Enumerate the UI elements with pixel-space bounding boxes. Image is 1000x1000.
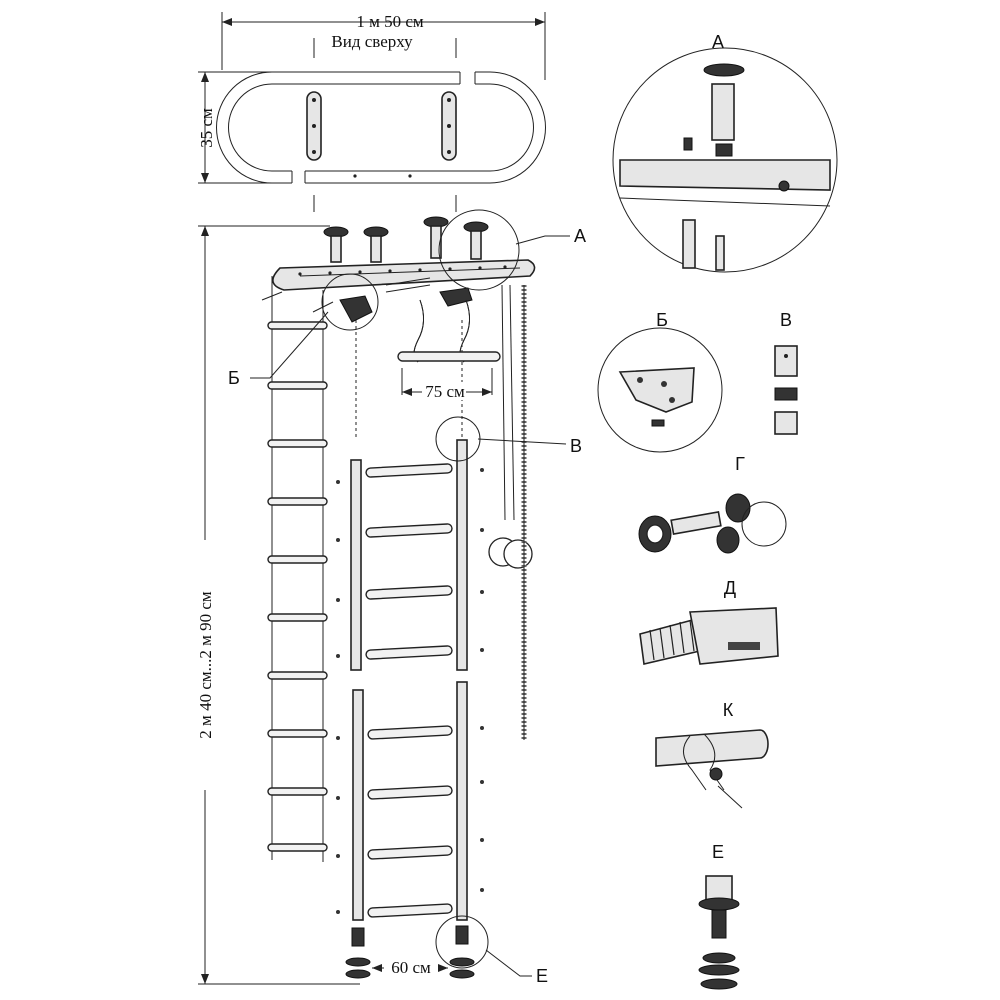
bar-width-label: 75 см <box>425 382 465 401</box>
detail-a: А <box>612 32 838 273</box>
rope-ladder <box>267 300 328 862</box>
detail-d-label: Д <box>724 578 736 598</box>
detail-v-label: В <box>780 310 792 330</box>
callout-v: В <box>570 436 582 456</box>
detail-g-label: Г <box>735 454 745 474</box>
top-view-caption: Вид сверху <box>331 32 413 51</box>
height-label: 2 м 40 см...2 м 90 см <box>196 591 215 739</box>
detail-e: Е <box>698 842 740 990</box>
lower-wall-bars: 60 см <box>345 681 475 979</box>
wall-screws <box>336 468 484 914</box>
callout-e: Е <box>536 966 548 986</box>
detail-v: В <box>774 310 798 435</box>
top-depth-label: 35 см <box>197 108 216 148</box>
top-width-label: 1 м 50 см <box>356 12 424 31</box>
top-view: 1 м 50 см Вид сверху 35 см <box>197 12 546 212</box>
pull-up-bar: 75 см <box>397 299 501 401</box>
detail-e-label: Е <box>712 842 724 862</box>
detail-k-label: К <box>723 700 734 720</box>
upper-wall-bars <box>350 439 468 671</box>
detail-b-label: Б <box>656 310 668 330</box>
ceiling-mounts <box>323 216 489 263</box>
detail-g: Г <box>638 454 787 554</box>
height-dimension: 2 м 40 см...2 м 90 см <box>196 225 360 985</box>
detail-d: Д <box>639 578 779 665</box>
callout-a: А <box>574 226 586 246</box>
detail-b: Б <box>597 310 723 453</box>
detail-k: К <box>655 700 769 809</box>
detail-a-label: А <box>712 32 724 52</box>
callout-b: Б <box>228 368 240 388</box>
base-width-label: 60 см <box>391 958 431 977</box>
main-structure: 75 см <box>261 209 536 979</box>
callouts: А Б В Е <box>228 226 586 986</box>
gymnastic-rings <box>488 284 533 569</box>
